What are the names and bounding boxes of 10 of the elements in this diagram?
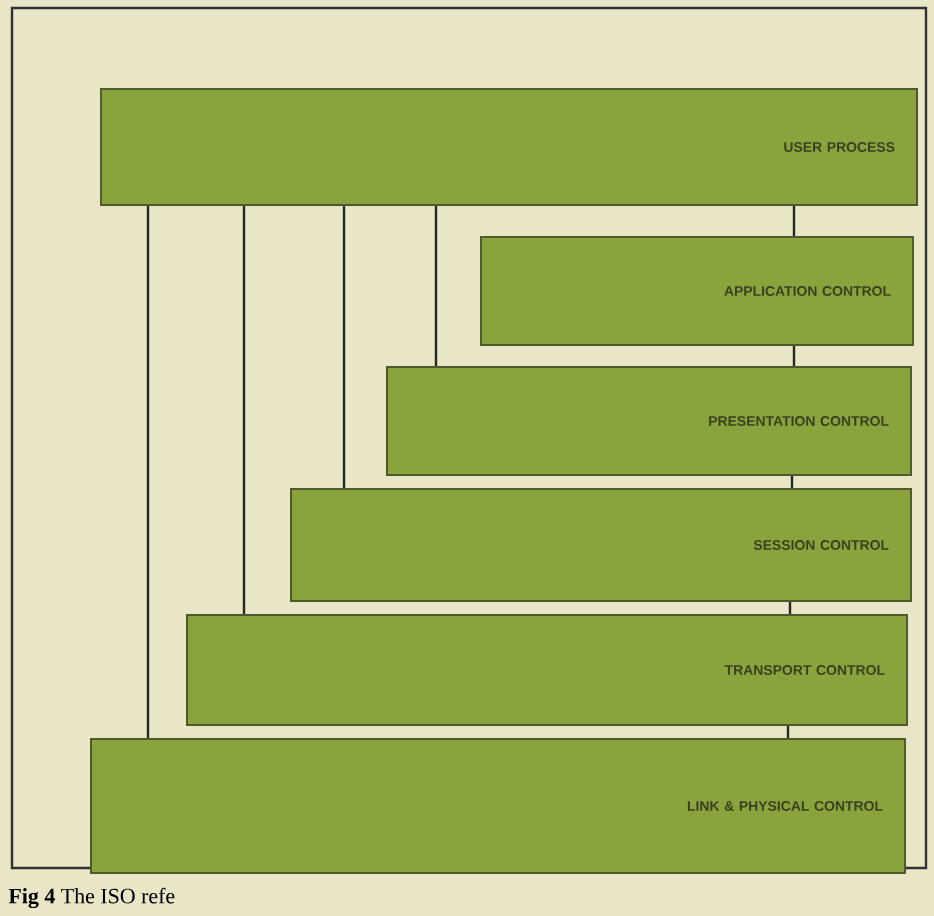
connector-line bbox=[792, 206, 796, 236]
connector-line bbox=[146, 206, 150, 738]
connector-line bbox=[788, 602, 792, 614]
caption: Fig 4 The ISO refe bbox=[8, 887, 175, 909]
connector-line bbox=[242, 206, 246, 614]
connector-line bbox=[790, 476, 794, 488]
connector-line bbox=[792, 346, 796, 366]
connector-line bbox=[786, 726, 790, 738]
connector-line bbox=[342, 206, 346, 488]
connector-line bbox=[434, 206, 438, 366]
